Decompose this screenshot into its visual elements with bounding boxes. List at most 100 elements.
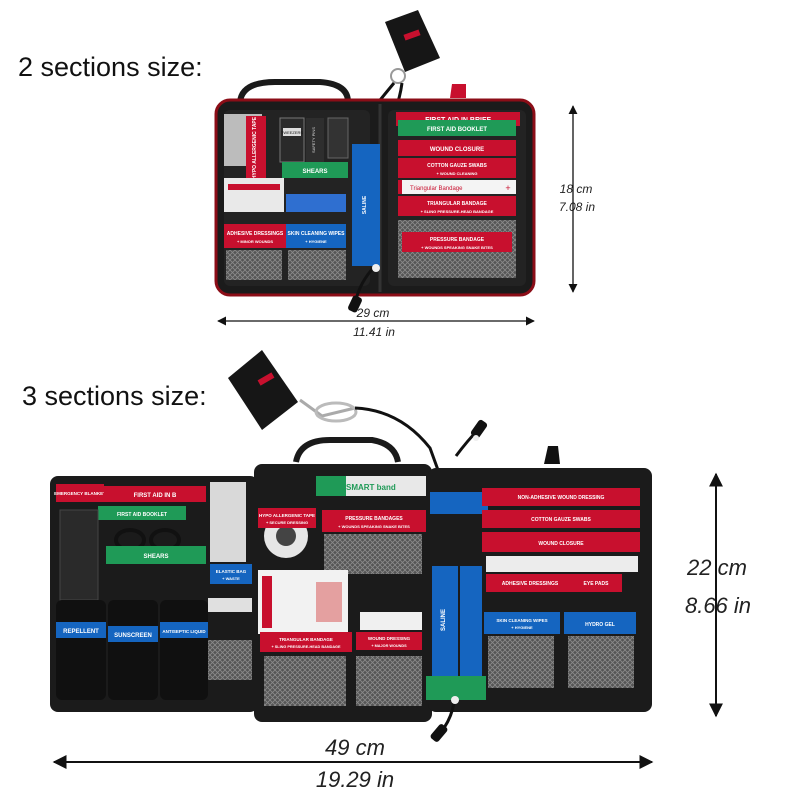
kit2-safety-pins bbox=[306, 118, 324, 162]
kit2-adhesive-dressings-label: ADHESIVE DRESSINGS bbox=[227, 231, 284, 237]
kit3-saline-tubes bbox=[432, 566, 458, 678]
kit3-cotton-gauze-tag bbox=[482, 510, 640, 528]
kit3-first-aid-booklet-label: FIRST AID BOOKLET bbox=[117, 512, 167, 518]
kit3-pressure-bandages-tag bbox=[322, 510, 426, 532]
kit3-hydro-gel-label: HYDRO GEL bbox=[585, 622, 615, 628]
kit2-tweezers bbox=[279, 117, 305, 163]
kit2-skin-wipes-sub: + HYGIENE bbox=[305, 239, 327, 244]
kit3-carabiner-icon bbox=[299, 398, 356, 418]
kit2-hypo-tape-label: HYPO ALLERGENIC TAPE bbox=[252, 116, 258, 179]
kit2-first-aid-booklet-label: FIRST AID BOOKLET bbox=[427, 127, 487, 133]
kit3-sunscreen-bottle bbox=[108, 600, 158, 700]
kit3-handle bbox=[293, 437, 401, 463]
kit3-wound-dressing-sub: + MAJOR WOUNDS bbox=[371, 644, 407, 648]
kit3-antiseptic-tag bbox=[160, 622, 208, 638]
kit3-adhesive-dressings-label: ADHESIVE DRESSINGS bbox=[502, 581, 559, 587]
kit3-pouch: EMERGENCY BLANKET FIRST AID IN B FIRST A… bbox=[50, 350, 652, 742]
kit3-first-aid-in-brief-tag bbox=[104, 486, 206, 502]
kit3-skin-wipes-tag bbox=[484, 612, 560, 634]
kit2-plus-icon: + bbox=[505, 183, 510, 193]
kit2-triangular-bandage-sub: + SLING PRESSURE-HEAD BANDAGE bbox=[421, 209, 494, 214]
kit2-handle bbox=[237, 79, 351, 103]
kit3-saline-label: SALINE bbox=[441, 609, 447, 631]
kit2-adhesive-dressings-tag bbox=[224, 224, 286, 248]
kit3-repellent-bottle bbox=[56, 600, 106, 700]
kit3-wound-closure-label: WOUND CLOSURE bbox=[538, 541, 584, 547]
kit2-triangular-bandage-label: TRIANGULAR BANDAGE bbox=[427, 201, 487, 207]
kit2-tweezers-label: TWEEZERS bbox=[281, 130, 304, 135]
kit3-pressure-bandages-label: PRESSURE BANDAGES bbox=[345, 516, 403, 522]
kit3-triangular-bandage-label: TRIANGULAR BANDAGE bbox=[279, 637, 333, 642]
kit2-mesh-pocket-mid bbox=[288, 250, 346, 280]
kit3-keychain-pouch bbox=[228, 350, 298, 430]
kit3-hydro-gel-tag bbox=[564, 612, 636, 634]
kit3-triangular-bandage-sub: + SLING PRESSURE-HEAD BANDAGE bbox=[271, 645, 341, 649]
kit3-first-aid-in-brief-label: FIRST AID IN B bbox=[134, 493, 177, 499]
kit2-triangular-pack-label: Triangular Bandage bbox=[410, 186, 463, 192]
kit3-hypo-tape-tag bbox=[258, 508, 316, 528]
kit3-hypo-tape-label: HYPO ALLERGENIC TAPE bbox=[259, 513, 315, 518]
kit3-non-adhesive-tag bbox=[482, 488, 640, 506]
kit2-key-ring-icon bbox=[390, 68, 406, 84]
kit2-shears-label: SHEARS bbox=[302, 169, 327, 175]
kit2-wipes-pack bbox=[286, 194, 346, 212]
kit3-repellent-label: REPELLENT bbox=[63, 629, 99, 635]
kit2-first-aid-booklet-tag bbox=[398, 120, 516, 136]
kit3-skin-wipes-label: SKIN CLEANING WIPES bbox=[496, 618, 547, 623]
kit2-pouch: HYPO ALLERGENIC TAPE TWEEZERS SAFETY PIN… bbox=[214, 10, 536, 313]
two-sections-heading: 2 sections size: bbox=[18, 52, 203, 82]
kit2-hypo-tape-tag bbox=[246, 116, 266, 178]
kit2-cotton-gauze-label: COTTON GAUZE SWABS bbox=[427, 163, 487, 169]
kit3-elastic-bag-tag bbox=[210, 564, 252, 584]
kit2-wound-closure-label: WOUND CLOSURE bbox=[430, 147, 484, 153]
kit2-cotton-gauze-tag bbox=[398, 158, 516, 178]
kit3-wound-dressing-label: WOUND DRESSING bbox=[368, 636, 411, 641]
kit2-wound-closure-tag bbox=[398, 140, 516, 156]
kit3-hypo-tape-sub: + SECURE DRESSING bbox=[266, 520, 308, 525]
kit3-pressure-bandages-sub: + WOUNDS SPEAKING SNAKE BITES bbox=[338, 524, 410, 529]
kit3-elastic-bag-sub: + WASTE bbox=[222, 576, 240, 581]
kit2-plasters-pack bbox=[224, 178, 284, 212]
kit2-cotton-gauze-sub: + WOUND CLEANING bbox=[437, 171, 478, 176]
kit3-zipper-pull-icon bbox=[451, 696, 459, 704]
kit2-zipper-pull-icon bbox=[372, 264, 380, 272]
kit2-width-in: 11.41 in bbox=[353, 325, 395, 339]
kit2-pressure-bandage-sub: + WOUNDS SPEAKING SNAKE BITES bbox=[421, 245, 493, 250]
kit3-wound-dressing-tag bbox=[356, 632, 422, 650]
kit2-safety-pins-label: SAFETY PINS bbox=[311, 127, 316, 153]
kit3-first-aid-booklet-tag bbox=[98, 506, 186, 520]
kit2-saline-tubes bbox=[352, 144, 380, 266]
kit3-sunscreen-label: SUNSCREEN bbox=[114, 633, 152, 639]
three-sections-heading: 3 sections size: bbox=[22, 381, 207, 411]
kit3-shears-tag bbox=[106, 546, 206, 564]
kit2-keychain-pouch bbox=[385, 10, 440, 72]
kit3-non-adhesive-label: NON-ADHESIVE WOUND DRESSING bbox=[518, 495, 605, 501]
kit2-saline-label: SALINE bbox=[362, 195, 368, 214]
kit3-emergency-blanket-label: EMERGENCY BLANKET bbox=[54, 491, 106, 496]
kit3-shears-label: SHEARS bbox=[143, 554, 168, 560]
kit3-cotton-gauze-label: COTTON GAUZE SWABS bbox=[531, 517, 591, 523]
kit3-triangular-bandage-tag bbox=[260, 632, 352, 652]
kit2-triangular-bandage-tag bbox=[398, 196, 516, 216]
kit3-skin-wipes-sub: + HYGIENE bbox=[511, 625, 533, 630]
kit3-elastic-bag-label: ELASTIC BAG bbox=[216, 569, 247, 574]
kit2-skin-wipes-label: SKIN CLEANING WIPES bbox=[288, 231, 346, 237]
kit2-pressure-bandage-tag bbox=[402, 232, 512, 252]
kit3-repellent-tag bbox=[56, 622, 106, 638]
kit3-eye-pads-label: EYE PADS bbox=[584, 581, 610, 587]
kit3-sunscreen-tag bbox=[108, 626, 158, 642]
kit3-smart-bandage-label: SMART band bbox=[346, 483, 396, 492]
kit3-emergency-blanket-tag bbox=[56, 484, 104, 502]
kit2-triangular-pack bbox=[398, 180, 516, 194]
kit2-mesh-pocket-left bbox=[226, 250, 282, 280]
kit2-adhesive-dressings-sub: + MINOR WOUNDS bbox=[237, 239, 273, 244]
kit3-foil-pack bbox=[210, 482, 246, 562]
kit2-pressure-bandage-label: PRESSURE BANDAGE bbox=[430, 237, 485, 243]
kit3-width-in: 19.29 in bbox=[315, 767, 395, 792]
kit3-antiseptic-label: ANTISEPTIC LIQUID bbox=[162, 629, 206, 634]
kit2-skin-wipes-tag bbox=[286, 224, 346, 248]
kit3-antiseptic-bottle bbox=[160, 600, 208, 700]
kit2-shears-tag bbox=[282, 162, 348, 178]
kit3-adhesive-dressings-tag bbox=[486, 574, 622, 592]
